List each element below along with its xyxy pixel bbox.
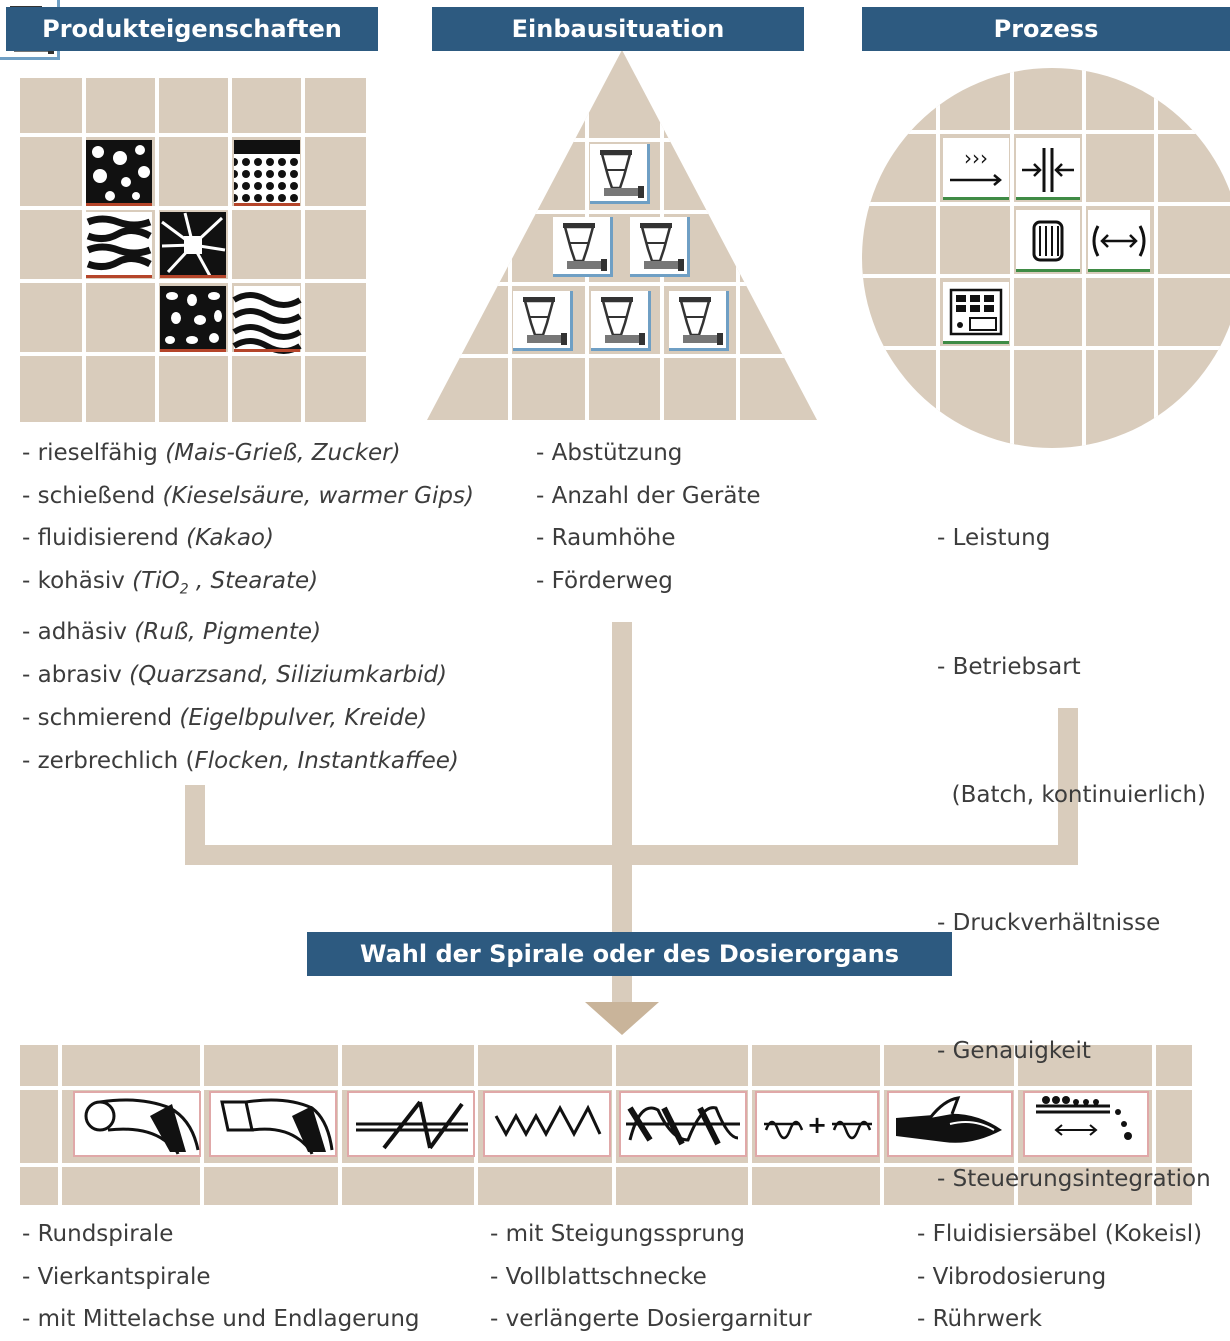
list-item: - Betriebsart [937, 653, 1081, 680]
vibro-dosing-icon [1023, 1091, 1149, 1157]
list-item: - Steuerungsintegration [937, 1165, 1211, 1192]
pitch-jump-spiral-icon [483, 1091, 611, 1157]
full-blade-screw-icon [619, 1091, 747, 1157]
list-item: - abrasiv (Quarzsand, Siliziumkarbid) [22, 662, 447, 689]
list-item: - Anzahl der Geräte [536, 482, 761, 509]
control-panel-icon [943, 282, 1009, 344]
list-item: - Fluidisiersäbel (Kokeisl) [917, 1221, 1203, 1247]
svg-text:+: + [807, 1111, 827, 1139]
square-spiral-icon [209, 1091, 337, 1157]
list-item: - Leistung [937, 525, 1051, 552]
list-item: - Vibrodosierung [917, 1263, 1107, 1290]
center-axis-spiral-icon [347, 1091, 475, 1157]
list-item: - Förderweg [536, 568, 673, 595]
connector-lines [185, 622, 1078, 1007]
arrow-head [585, 1002, 659, 1035]
list-item: - Genauigkeit [937, 1037, 1091, 1064]
process-header: Prozess [862, 7, 1230, 51]
fluidizing-saber-icon [887, 1091, 1013, 1157]
list-item: - Vierkantspirale [22, 1263, 211, 1290]
waves-icon [232, 286, 302, 354]
process-list: - Leistung - Betriebsart (Batch, kontinu… [937, 432, 1211, 1243]
fracture-icon [160, 212, 226, 278]
installation-list: - Abstützung - Anzahl der Geräte - Raumh… [536, 432, 761, 603]
installation-triangle [427, 50, 817, 420]
product-property-list: - rieselfähig (Mais-Grieß, Zucker) - sch… [22, 432, 474, 782]
range-arrows-icon [1088, 210, 1150, 272]
list-item: - Rundspirale [22, 1221, 174, 1247]
list-item: - Raumhöhe [536, 525, 676, 552]
list-item: - zerbrechlich (Flocken, Instantkaffee) [22, 747, 459, 774]
flow-arrows-icon: ››› [943, 138, 1009, 200]
list-item: - kohäsiv (TiO2 , Stearate) [22, 568, 319, 598]
extended-dosing-icon: + [755, 1091, 879, 1157]
list-item: - fluidisierend (Kakao) [22, 525, 274, 552]
list-item: - Abstützung [536, 440, 683, 466]
list-item: - Druckverhältnisse [937, 909, 1161, 936]
list-item: - verlängerte Dosiergarnitur [490, 1306, 812, 1333]
pressure-icon [1016, 138, 1080, 200]
device-list-1: - Rundspirale - Vierkantspirale - mit Mi… [22, 1213, 420, 1341]
device-list-2: - mit Steigungssprung - Vollblattschneck… [490, 1213, 812, 1341]
list-item: - adhäsiv (Ruß, Pigmente) [22, 619, 322, 646]
coarse-granules-icon [86, 140, 152, 206]
device-list-3: - Fluidisiersäbel (Kokeisl) - Vibrodosie… [917, 1213, 1202, 1341]
installation-header: Einbausituation [432, 7, 804, 51]
svg-text:›››: ››› [964, 146, 988, 170]
lumps-icon [160, 286, 226, 352]
product-properties-header: Produkteigenschaften [6, 7, 378, 51]
list-item: (Batch, kontinuierlich) [937, 781, 1207, 808]
device-tiles: + [73, 1091, 1149, 1157]
list-item: - schmierend (Eigelbpulver, Kreide) [22, 704, 428, 731]
list-item: - schießend (Kieselsäure, warmer Gips) [22, 482, 474, 509]
list-item: - rieselfähig (Mais-Grieß, Zucker) [22, 440, 401, 466]
list-item: - mit Mittelachse und Endlagerung [22, 1306, 420, 1333]
fine-granules-icon [234, 140, 300, 206]
list-item: - mit Steigungssprung [490, 1221, 746, 1247]
list-item: - Vollblattschnecke [490, 1263, 707, 1290]
product-grid [20, 78, 366, 422]
drum-icon [1016, 210, 1080, 272]
flakes-icon [86, 212, 152, 278]
list-item: - Rührwerk [917, 1306, 1042, 1333]
selection-header: Wahl der Spirale oder des Dosierorgans [307, 932, 952, 976]
round-spiral-icon [73, 1091, 201, 1157]
